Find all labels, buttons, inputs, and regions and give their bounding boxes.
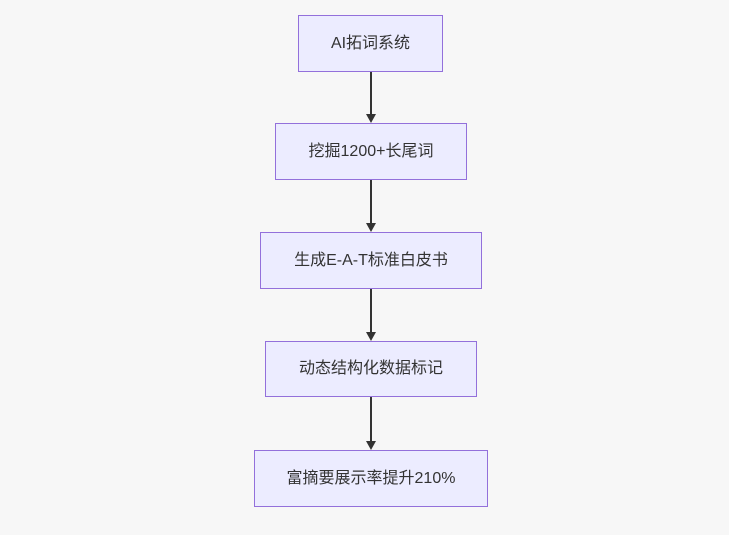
arrow-down-icon bbox=[366, 332, 376, 341]
flow-node-generate-eat-whitepaper: 生成E-A-T标准白皮书 bbox=[260, 232, 482, 289]
flow-node-dynamic-structured-data-markup: 动态结构化数据标记 bbox=[265, 341, 477, 397]
arrow-down-icon bbox=[366, 441, 376, 450]
flow-node-mine-longtail-keywords: 挖掘1200+长尾词 bbox=[275, 123, 467, 180]
edge-node1-to-node2 bbox=[366, 72, 376, 123]
arrow-line bbox=[370, 397, 372, 441]
arrow-down-icon bbox=[366, 223, 376, 232]
edge-node4-to-node5 bbox=[366, 397, 376, 450]
edge-node3-to-node4 bbox=[366, 289, 376, 341]
arrow-line bbox=[370, 72, 372, 114]
arrow-line bbox=[370, 180, 372, 223]
arrow-line bbox=[370, 289, 372, 332]
flow-node-ai-keyword-expansion-system: AI拓词系统 bbox=[298, 15, 443, 72]
arrow-down-icon bbox=[366, 114, 376, 123]
flow-node-rich-snippet-rate-increase: 富摘要展示率提升210% bbox=[254, 450, 488, 507]
edge-node2-to-node3 bbox=[366, 180, 376, 232]
